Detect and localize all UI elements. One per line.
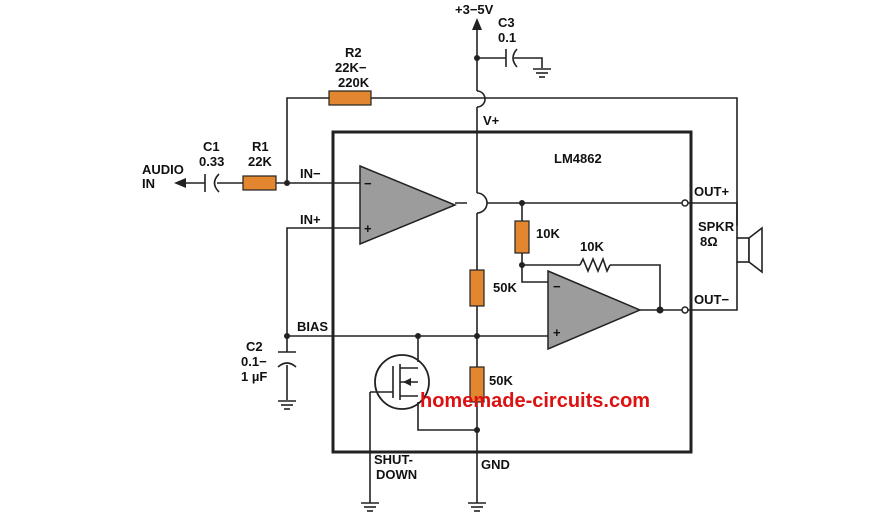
junction-dot	[519, 262, 525, 268]
bias-label: BIAS	[297, 319, 328, 334]
chip-name-label: LM4862	[554, 151, 602, 166]
junction-dot	[474, 427, 480, 433]
capacitor-icon	[204, 173, 220, 193]
r2-ref-label: R2	[345, 45, 362, 60]
junction-dot	[519, 200, 525, 206]
junction-dot	[415, 333, 421, 339]
r1-ref-label: R1	[252, 139, 269, 154]
junction-dot	[474, 55, 480, 61]
resistor-icon	[328, 90, 372, 106]
resistor-icon	[579, 256, 611, 274]
ground-icon	[468, 502, 486, 512]
op-amp-minus-sign: −	[364, 176, 372, 191]
supply-voltage-label: +3−5V	[455, 2, 494, 17]
c2-ref-label: C2	[246, 339, 263, 354]
op-amp-minus-sign: −	[553, 279, 561, 294]
capacitor-icon	[505, 48, 518, 68]
op-amp-icon	[359, 164, 457, 246]
op-amp-icon	[547, 269, 642, 351]
terminal-dot	[681, 306, 689, 314]
in-minus-label: IN−	[300, 166, 321, 181]
resistor-icon	[469, 366, 485, 403]
shutdown-label: SHUT-	[374, 452, 413, 467]
terminal-dot	[681, 199, 689, 207]
input-arrow-icon	[174, 178, 186, 188]
c3-wire	[477, 57, 543, 68]
out-plus-label: OUT+	[694, 184, 729, 199]
r-50k-label: 50K	[493, 280, 517, 295]
supply-arrow-icon	[472, 18, 482, 30]
r2-value-label-2: 220K	[338, 75, 370, 90]
r-10k-label-2: 10K	[580, 239, 604, 254]
out-plus-wire	[455, 202, 738, 238]
v-plus-label: V+	[483, 113, 500, 128]
resistor-icon	[469, 269, 485, 307]
junction-dot	[284, 333, 290, 339]
chip-outline	[331, 130, 693, 454]
mosfet-wire	[369, 336, 477, 503]
shutdown-label-2: DOWN	[376, 467, 417, 482]
r-50k-label-2: 50K	[489, 373, 513, 388]
junction-dot	[284, 180, 290, 186]
op-amp-plus-sign: +	[553, 325, 561, 340]
audio-in-label: AUDIO	[142, 162, 184, 177]
c1-ref-label: C1	[203, 139, 220, 154]
audio-in-label-2: IN	[142, 176, 155, 191]
out-minus-wire	[640, 262, 738, 311]
junction-dot	[656, 306, 664, 314]
c3-value-label: 0.1	[498, 30, 516, 45]
speaker-label: SPKR	[698, 219, 735, 234]
supply-hop-out	[476, 192, 488, 214]
resistor-icon	[514, 220, 530, 254]
in-plus-label: IN+	[300, 212, 321, 227]
out-minus-label: OUT−	[694, 292, 729, 307]
mosfet-icon	[370, 354, 430, 410]
capacitor-icon	[277, 351, 297, 368]
ground-icon	[278, 400, 296, 410]
c1-value-label: 0.33	[199, 154, 224, 169]
c2-value-label-2: 1 µF	[241, 369, 267, 384]
in-plus-wire	[286, 227, 360, 352]
r1-value-label: 22K	[248, 154, 272, 169]
c3-ref-label: C3	[498, 15, 515, 30]
r2-value-label: 22K−	[335, 60, 367, 75]
junction-dot	[474, 333, 480, 339]
gnd-label: GND	[481, 457, 510, 472]
speaker-ohm-label: 8Ω	[700, 234, 718, 249]
c2-value-label: 0.1−	[241, 354, 267, 369]
r-10k-label: 10K	[536, 226, 560, 241]
op-amp-plus-sign: +	[364, 221, 372, 236]
ground-icon	[361, 502, 379, 512]
supply-hop-r2	[476, 90, 486, 108]
r2-feedback-wire	[286, 97, 738, 226]
speaker-icon	[736, 226, 763, 274]
ground-icon	[533, 68, 551, 78]
resistor-icon	[242, 175, 277, 191]
watermark-text: homemade-circuits.com	[420, 390, 650, 412]
